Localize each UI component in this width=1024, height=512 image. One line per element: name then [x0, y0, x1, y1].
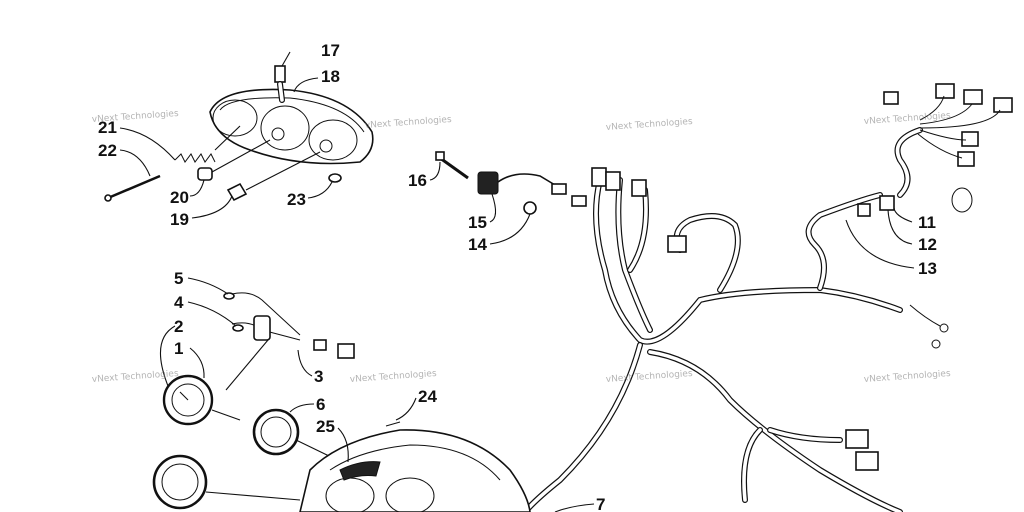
callout-18: 18	[321, 67, 340, 86]
callout-24: 24	[418, 387, 437, 406]
callout-1: 1	[174, 339, 183, 358]
callout-labels: 17 18 21 22 20 19 23 16 15 14 11 12 13 5…	[98, 41, 937, 512]
leader-lines	[119, 51, 915, 512]
callout-17: 17	[321, 41, 340, 60]
callout-25: 25	[316, 417, 335, 436]
callout-12: 12	[918, 235, 937, 254]
callout-16: 16	[408, 171, 427, 190]
callout-5: 5	[174, 269, 183, 288]
watermark-text: vNext Technologies	[365, 115, 453, 131]
callout-21: 21	[98, 118, 117, 137]
watermark-text: vNext Technologies	[864, 369, 952, 385]
callout-20: 20	[170, 188, 189, 207]
callout-19: 19	[170, 210, 189, 229]
callout-23: 23	[287, 190, 306, 209]
watermark-text: vNext Technologies	[606, 117, 694, 133]
relay-bracket	[435, 151, 587, 215]
callout-22: 22	[98, 141, 117, 160]
callout-7: 7	[596, 495, 605, 512]
watermark-text: vNext Technologies	[606, 369, 694, 385]
callout-11: 11	[918, 213, 936, 232]
headlight-assembly	[104, 65, 374, 202]
watermark-text: vNext Technologies	[92, 369, 180, 385]
callout-13: 13	[918, 259, 937, 278]
callout-15: 15	[468, 213, 487, 232]
watermarks: vNext Technologies vNext Technologies vN…	[92, 109, 952, 385]
callout-14: 14	[468, 235, 487, 254]
gauge-assembly	[152, 292, 421, 510]
callout-6: 6	[316, 395, 325, 414]
watermark-text: vNext Technologies	[864, 111, 952, 127]
wiring-harness	[522, 83, 1013, 512]
callout-4: 4	[174, 293, 184, 312]
callout-2: 2	[174, 317, 183, 336]
watermark-text: vNext Technologies	[350, 369, 438, 385]
dash-cover	[299, 421, 531, 512]
callout-3: 3	[314, 367, 323, 386]
